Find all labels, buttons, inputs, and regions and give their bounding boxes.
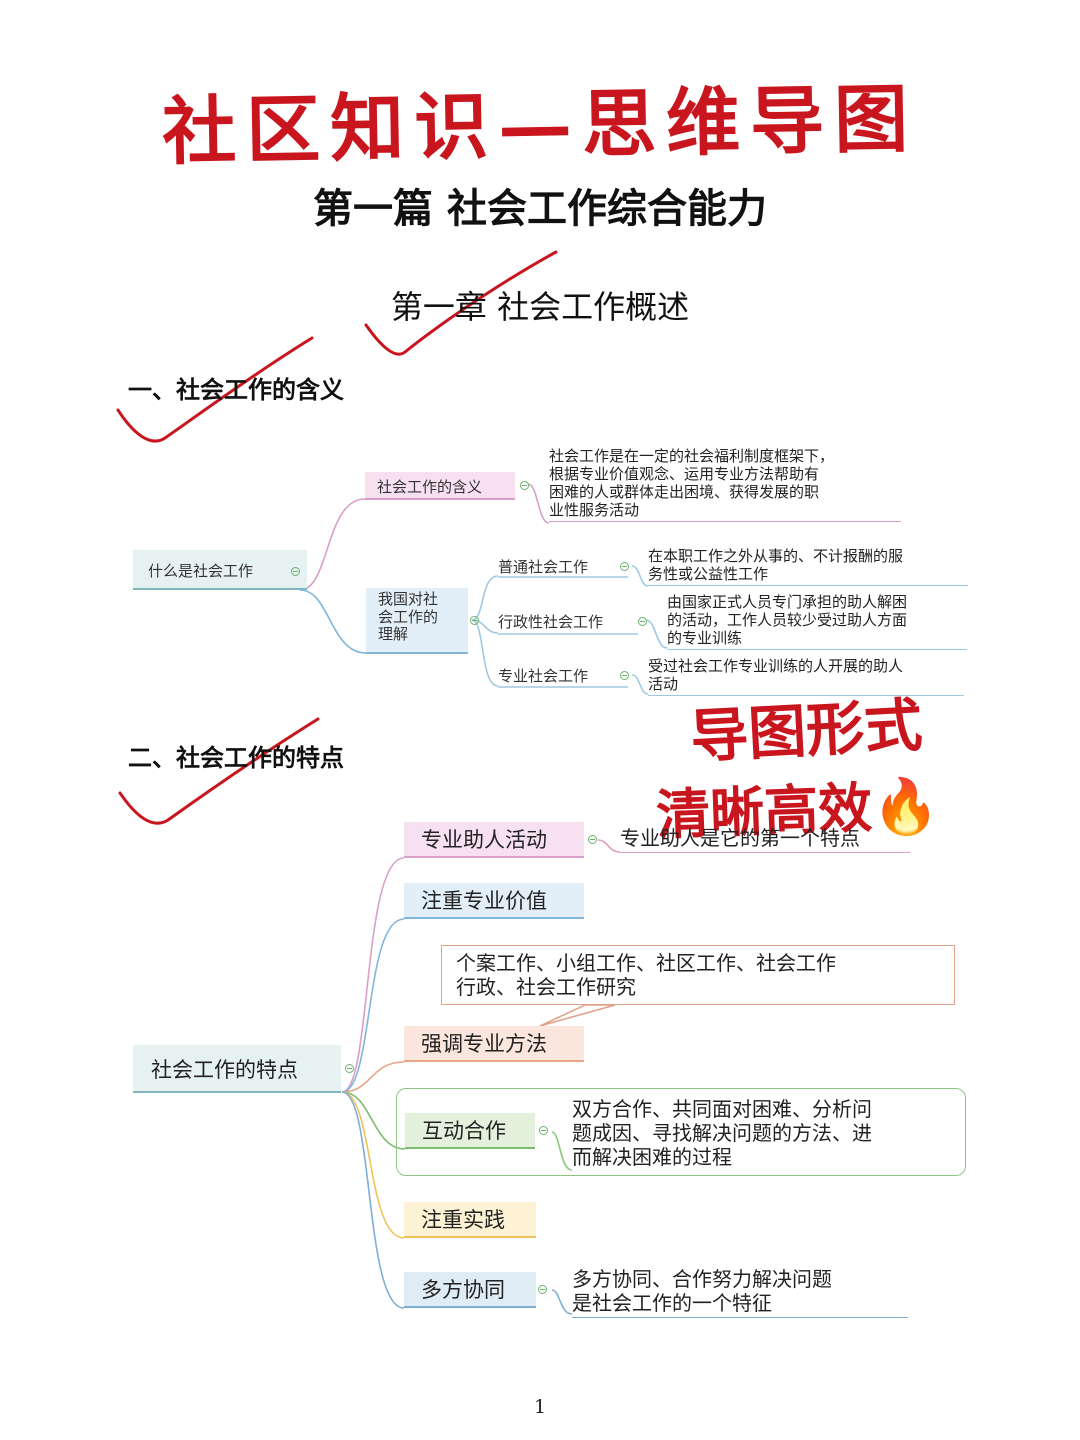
- page-number: 1: [533, 1396, 547, 1418]
- feature-node-professional-help: 专业助人活动: [404, 822, 597, 858]
- feature-node-practice: 注重实践: [404, 1202, 536, 1238]
- collapse-toggle-icon[interactable]: [538, 1285, 547, 1294]
- connector-root2-f5: [341, 1091, 405, 1239]
- collapse-toggle-icon[interactable]: [345, 1064, 354, 1073]
- part-title: 第一篇 社会工作综合能力: [313, 186, 767, 232]
- section-heading-meaning: 一、社会工作的含义: [128, 376, 344, 404]
- node-label: 什么是社会工作: [148, 562, 254, 580]
- collapse-toggle-icon[interactable]: [620, 562, 629, 571]
- connector-root2-f4: [341, 1091, 406, 1150]
- chapter-title: 第一章 社会工作概述: [390, 288, 690, 326]
- general-social-work-description: 在本职工作之外从事的、不计报酬的服 务性或公益性工作: [648, 547, 968, 586]
- collapse-toggle-icon[interactable]: [520, 481, 529, 490]
- handwritten-note-mindmap-format: 导图形式: [688, 690, 924, 772]
- connector-t2-desc: [645, 619, 668, 649]
- collapse-toggle-icon[interactable]: [620, 671, 629, 680]
- connector-t1-desc: [631, 565, 649, 587]
- connector-root2-f2: [341, 918, 405, 1093]
- feature-node-interactive-cooperation: 互动合作: [405, 1113, 548, 1149]
- check-mark-sec1: [116, 336, 314, 443]
- connector-root1-meaning: [299, 498, 366, 591]
- connector-root2-f1: [341, 857, 405, 1093]
- interactive-cooperation-description: 双方合作、共同面对困难、分析问 题成因、寻找解决问题的方法、进 而解决困难的过程: [572, 1097, 872, 1169]
- collapse-toggle-icon[interactable]: [291, 567, 300, 576]
- connector-f3-callout: [539, 1004, 616, 1027]
- mindmap-node-china-understanding: 我国对社 会工作的 理解: [366, 588, 479, 654]
- connector-f6-desc: [551, 1289, 573, 1315]
- check-mark-chapter: [364, 250, 558, 356]
- feature-node-multi-party-collaboration: 多方协同: [404, 1272, 547, 1308]
- connector-t3-desc: [631, 674, 649, 695]
- main-title: 社区知识—思维导图: [161, 76, 919, 176]
- meaning-description: 社会工作是在一定的社会福利制度框架下， 根据专业价值观念、运用专业方法帮助有 困…: [549, 447, 901, 522]
- connector-root2-f3: [341, 1061, 405, 1093]
- professional-social-work-description: 受过社会工作专业训练的人开展的助人 活动: [648, 657, 964, 696]
- multi-party-collaboration-description: 多方协同、合作努力解决问题 是社会工作的一个特征: [572, 1267, 908, 1318]
- collapse-toggle-icon[interactable]: [588, 835, 597, 844]
- interactive-cooperation-frame: [396, 1088, 966, 1176]
- connector-f4-desc: [551, 1131, 573, 1171]
- feature-node-professional-methods: 强调专业方法: [404, 1026, 584, 1062]
- connector-root2-f6: [341, 1091, 405, 1309]
- connector-root1-understand: [299, 589, 367, 654]
- connector-meaning-desc: [527, 483, 550, 524]
- node-label: 社会工作的特点: [151, 1058, 298, 1082]
- feature-node-professional-values: 注重专业价值: [404, 883, 584, 919]
- mindmap-root-features: 社会工作的特点: [133, 1045, 354, 1093]
- professional-methods-callout: 个案工作、小组工作、社区工作、社会工作 行政、社会工作研究: [441, 945, 955, 1005]
- connector-understand-t3: [471, 619, 499, 687]
- check-mark-sec2: [118, 717, 320, 825]
- connector-f1-desc: [597, 839, 621, 853]
- professional-help-description: 专业助人是它的第一个特点: [620, 826, 910, 853]
- collapse-toggle-icon[interactable]: [539, 1126, 548, 1135]
- node-label: 社会工作的含义: [377, 478, 483, 496]
- mindmap-root-what-is-social-work: 什么是社会工作: [133, 550, 307, 590]
- mindmap-node-general-social-work: 普通社会工作: [498, 556, 629, 577]
- collapse-toggle-icon[interactable]: [638, 617, 647, 626]
- connector-understand-t1: [471, 575, 499, 621]
- mindmap-node-professional-social-work: 专业社会工作: [498, 665, 629, 686]
- collapse-toggle-icon[interactable]: [470, 616, 479, 625]
- administrative-social-work-description: 由国家正式人员专门承担的助人解困 的活动，工作人员较少受过助人方面 的专业训练: [667, 593, 967, 650]
- section-heading-features: 二、社会工作的特点: [128, 744, 344, 772]
- mindmap-node-meaning: 社会工作的含义: [365, 472, 529, 500]
- mindmap-node-administrative-social-work: 行政性社会工作: [498, 611, 647, 632]
